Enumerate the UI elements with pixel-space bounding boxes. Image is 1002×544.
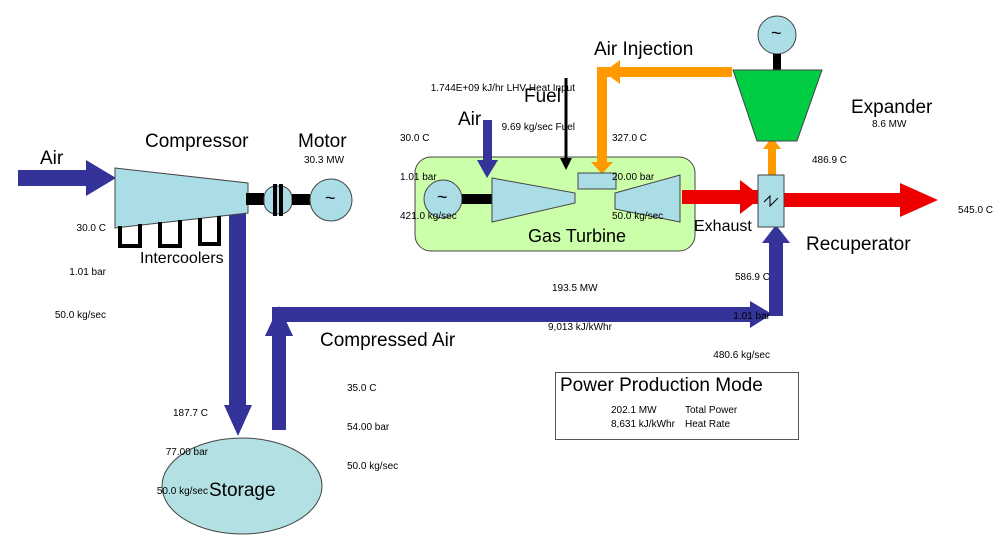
air-injection-label: Air Injection — [594, 39, 694, 60]
summary-box: Power Production Mode 202.1 MW Total Pow… — [555, 372, 799, 440]
expander-label: Expander — [851, 97, 933, 118]
storage-outlet-conditions: 35.0 C 54.00 bar 50.0 kg/sec — [347, 383, 399, 472]
air-injection-conditions: 327.0 C 20.00 bar 50.0 kg/sec — [612, 133, 664, 222]
motor-power: 30.3 MW — [304, 155, 345, 166]
gt-shaft — [462, 194, 492, 204]
exhaust-label: Exhaust — [694, 218, 752, 235]
air-inlet-label: Air — [40, 148, 64, 169]
exhaust-flow — [682, 180, 938, 217]
fuel-label: Fuel — [524, 86, 561, 107]
compressor — [114, 167, 249, 229]
intercoolers-label: Intercoolers — [140, 250, 224, 267]
heat-rate-value: 8,631 kJ/kWhr — [611, 419, 675, 430]
expander-generator-symbol: ~ — [771, 23, 782, 43]
compressed-air-label: Compressed Air — [320, 330, 456, 351]
expander-inlet-temp: 486.9 C — [812, 155, 848, 166]
combustor — [577, 172, 617, 190]
gas-turbine-label: Gas Turbine — [528, 226, 627, 246]
gt-air-label: Air — [458, 109, 482, 130]
compressor-inlet-conditions: 30.0 C 1.01 bar 50.0 kg/sec — [54, 223, 106, 321]
air-inlet-arrow — [18, 160, 116, 196]
compressor-to-storage-flow — [224, 205, 252, 436]
air-injection-flow — [591, 60, 781, 176]
expander-power: 8.6 MW — [872, 119, 907, 130]
total-power-value: 202.1 MW — [611, 405, 657, 416]
motor-coupling — [246, 184, 310, 216]
heat-input: 1.744E+09 kJ/hr LHV Heat Input 9.69 kg/s… — [430, 83, 575, 133]
motor — [309, 178, 353, 222]
heat-rate-label: Heat Rate — [685, 419, 731, 430]
gt-turbine — [614, 174, 681, 223]
gt-generator-symbol: ~ — [437, 187, 448, 207]
storage-inlet-conditions: 187.7 C 77.00 bar 50.0 kg/sec — [156, 408, 208, 497]
storage-label: Storage — [209, 480, 276, 501]
stack-exit-temp: 545.0 C — [958, 205, 994, 216]
expander-shaft — [773, 54, 781, 72]
intercoolers — [118, 216, 221, 248]
exhaust-conditions: 586.9 C 1.01 bar 480.6 kg/sec — [713, 272, 770, 361]
storage-to-recuperator-flow — [265, 225, 790, 430]
storage-tank — [161, 437, 323, 535]
motor-label: Motor — [298, 131, 347, 152]
fuel-arrow — [560, 78, 572, 170]
expander — [732, 69, 823, 142]
recuperator — [757, 174, 785, 228]
gas-turbine-output: 193.5 MW 9,013 kJ/kWhr — [548, 283, 612, 333]
gt-air-conditions: 30.0 C 1.01 bar 421.0 kg/sec — [400, 133, 457, 222]
compressor-label: Compressor — [145, 131, 249, 152]
motor-symbol: ~ — [325, 188, 336, 208]
gt-compressor — [491, 177, 576, 223]
gt-air-arrow — [477, 120, 498, 178]
summary-title: Power Production Mode — [560, 375, 763, 396]
recuperator-label: Recuperator — [806, 234, 911, 255]
total-power-label: Total Power — [685, 405, 738, 416]
